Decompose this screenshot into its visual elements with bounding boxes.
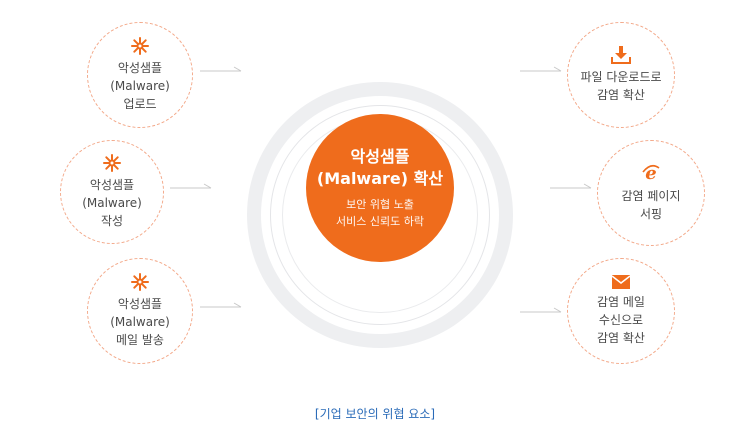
arrow-right-icon bbox=[520, 66, 562, 72]
right-node-label: 파일 다운로드로 감염 확산 bbox=[580, 70, 662, 102]
left-node-label: 악성샘플 (Malware) 메일 발송 bbox=[110, 297, 170, 347]
arrow-right-icon bbox=[200, 66, 242, 72]
left-node-create: 악성샘플 (Malware) 작성 bbox=[60, 140, 164, 244]
right-node-label: 감염 메일 수신으로 감염 확산 bbox=[597, 295, 645, 345]
download-icon bbox=[611, 46, 631, 64]
center-title: 악성샘플 (Malware) 확산 bbox=[316, 147, 444, 188]
right-node-mail-receive: 감염 메일 수신으로 감염 확산 bbox=[567, 258, 675, 364]
center-circle: 악성샘플 (Malware) 확산 보안 위협 노출 서비스 신뢰도 하락 bbox=[306, 114, 454, 262]
right-node-label: 감염 페이지 서핑 bbox=[621, 189, 681, 221]
left-node-label: 악성샘플 (Malware) 작성 bbox=[82, 178, 142, 228]
virus-icon bbox=[131, 37, 149, 55]
figure-caption: [기업 보안의 위협 요소] bbox=[314, 407, 436, 421]
left-node-label: 악성샘플 (Malware) 업로드 bbox=[110, 61, 170, 111]
center-subtitle: 보안 위협 노출 서비스 신뢰도 하락 bbox=[336, 198, 424, 228]
arrow-right-icon bbox=[550, 183, 592, 189]
virus-icon bbox=[103, 154, 121, 172]
virus-icon bbox=[131, 273, 149, 291]
svg-text:e: e bbox=[645, 163, 656, 183]
mail-icon bbox=[611, 275, 631, 289]
right-node-web: e 감염 페이지 서핑 bbox=[597, 140, 705, 246]
left-node-mail-send: 악성샘플 (Malware) 메일 발송 bbox=[87, 258, 193, 364]
left-node-upload: 악성샘플 (Malware) 업로드 bbox=[87, 22, 193, 128]
internet-explorer-icon: e bbox=[641, 163, 661, 184]
right-node-download: 파일 다운로드로 감염 확산 bbox=[567, 22, 675, 128]
arrow-right-icon bbox=[200, 302, 242, 308]
arrow-right-icon bbox=[520, 307, 562, 313]
arrow-right-icon bbox=[170, 183, 212, 189]
